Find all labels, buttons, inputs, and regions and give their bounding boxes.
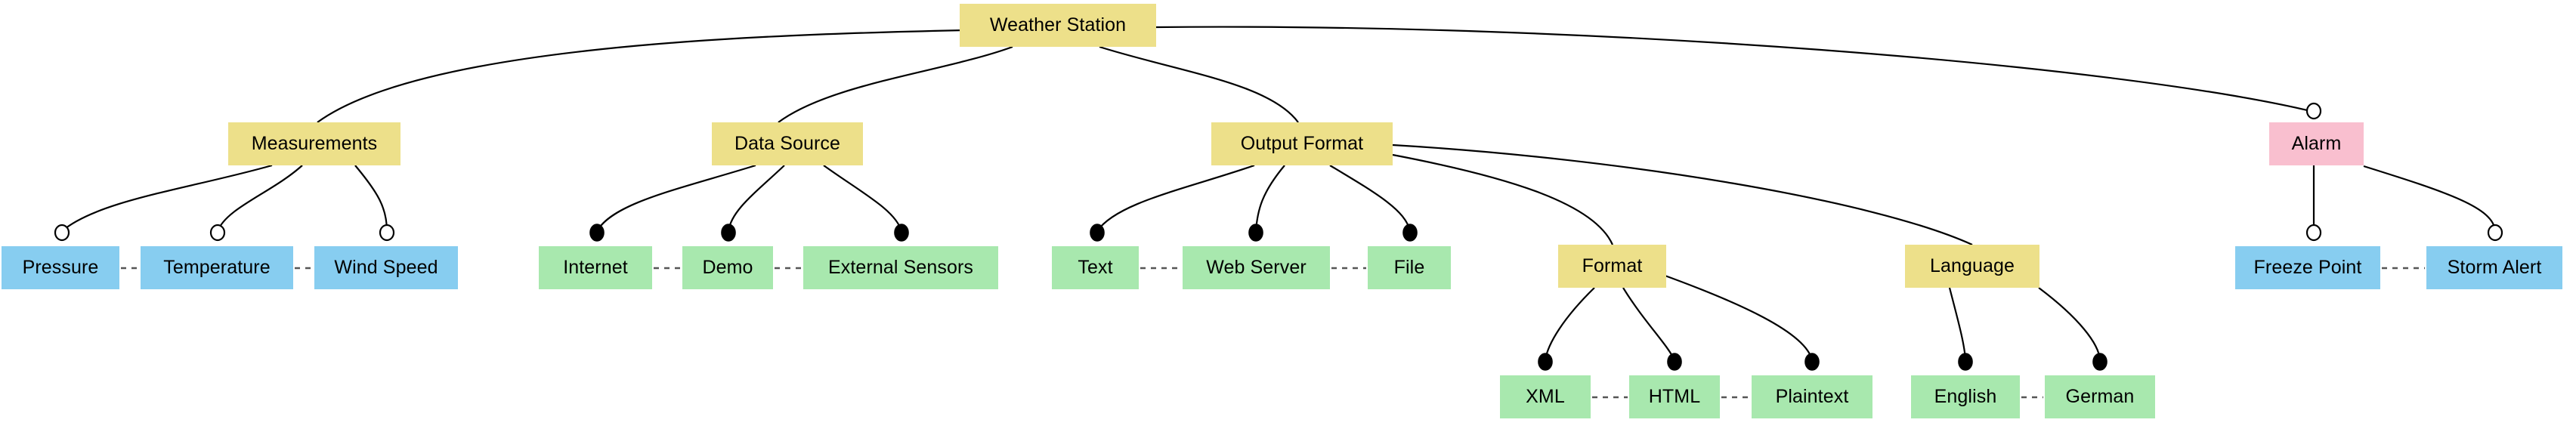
- edge-data-source-to-internet: [596, 164, 756, 232]
- feature-label-format: Format: [1582, 255, 1643, 276]
- edge-data-source-to-external-sensors: [823, 165, 903, 232]
- edge-output-format-to-text: [1096, 164, 1255, 232]
- edge-output-format-to-file: [1329, 165, 1412, 232]
- edge-format-to-html: [1622, 287, 1676, 361]
- feature-node-storm-alert[interactable]: Storm Alert: [2426, 246, 2562, 289]
- feature-node-demo[interactable]: Demo: [682, 246, 773, 289]
- edge-language-to-english: [1948, 287, 1967, 361]
- feature-node-web-server[interactable]: Web Server: [1183, 246, 1330, 289]
- edge-weather-station-to-data-source: [778, 45, 1013, 123]
- feature-node-file[interactable]: File: [1368, 246, 1451, 289]
- feature-label-external-sensors: External Sensors: [828, 257, 973, 278]
- feature-node-english[interactable]: English: [1911, 375, 2020, 418]
- edge-output-format-to-web-server: [1254, 165, 1285, 232]
- feature-label-alarm: Alarm: [2291, 133, 2342, 154]
- edge-measurements-to-wind-speed: [354, 165, 388, 232]
- tree-edges: [61, 26, 2497, 361]
- feature-node-html[interactable]: HTML: [1629, 375, 1720, 418]
- feature-label-freeze-point: Freeze Point: [2253, 257, 2362, 278]
- feature-node-alarm[interactable]: Alarm: [2269, 122, 2364, 165]
- feature-node-weather-station[interactable]: Weather Station: [960, 4, 1156, 47]
- optional-marker-alarm: [2305, 102, 2322, 120]
- mandatory-marker-web-server: [1248, 224, 1263, 242]
- mandatory-marker-english: [1958, 353, 1973, 371]
- feature-node-language[interactable]: Language: [1905, 245, 2039, 288]
- feature-node-plaintext[interactable]: Plaintext: [1752, 375, 1872, 418]
- feature-node-freeze-point[interactable]: Freeze Point: [2235, 246, 2380, 289]
- feature-label-measurements: Measurements: [251, 133, 378, 154]
- edge-weather-station-to-alarm: [1155, 26, 2315, 113]
- edge-language-to-german: [2038, 287, 2101, 361]
- feature-label-text: Text: [1078, 257, 1113, 278]
- mandatory-marker-html: [1667, 353, 1682, 371]
- optional-marker-pressure: [54, 224, 70, 242]
- sibling-group-links: [121, 267, 2425, 399]
- edge-output-format-to-format: [1392, 153, 1614, 245]
- feature-label-demo: Demo: [702, 257, 753, 278]
- feature-label-storm-alert: Storm Alert: [2447, 257, 2542, 278]
- mandatory-marker-external-sensors: [894, 224, 909, 242]
- feature-label-english: English: [1934, 386, 1997, 407]
- feature-label-data-source: Data Source: [734, 133, 841, 154]
- feature-label-plaintext: Plaintext: [1775, 386, 1849, 407]
- feature-node-german[interactable]: German: [2045, 375, 2155, 418]
- edge-measurements-to-pressure: [61, 164, 273, 232]
- feature-label-temperature: Temperature: [163, 257, 271, 278]
- edge-measurements-to-temperature: [216, 165, 303, 232]
- feature-label-xml: XML: [1526, 386, 1565, 407]
- edge-data-source-to-demo: [727, 165, 785, 232]
- mandatory-marker-german: [2092, 353, 2107, 371]
- mandatory-marker-file: [1402, 224, 1418, 242]
- edge-output-format-to-language: [1392, 143, 1973, 246]
- optional-marker-wind-speed: [379, 224, 395, 242]
- feature-node-pressure[interactable]: Pressure: [2, 246, 119, 289]
- feature-node-text[interactable]: Text: [1052, 246, 1139, 289]
- optional-marker-freeze-point: [2305, 224, 2322, 242]
- mandatory-marker-demo: [721, 224, 736, 242]
- feature-markers: [54, 102, 2503, 371]
- feature-label-internet: Internet: [563, 257, 628, 278]
- edge-format-to-xml: [1544, 287, 1595, 361]
- feature-label-wind-speed: Wind Speed: [334, 257, 438, 278]
- mandatory-marker-xml: [1538, 353, 1553, 371]
- feature-node-external-sensors[interactable]: External Sensors: [803, 246, 998, 289]
- edge-weather-station-to-output-format: [1099, 45, 1299, 123]
- feature-node-format[interactable]: Format: [1558, 245, 1666, 288]
- edge-alarm-to-storm-alert: [2363, 165, 2497, 232]
- feature-node-internet[interactable]: Internet: [539, 246, 652, 289]
- feature-node-temperature[interactable]: Temperature: [141, 246, 293, 289]
- optional-marker-temperature: [209, 224, 226, 242]
- edge-format-to-plaintext: [1660, 273, 1814, 361]
- feature-label-html: HTML: [1648, 386, 1701, 407]
- feature-label-pressure: Pressure: [22, 257, 99, 278]
- feature-label-weather-station: Weather Station: [989, 14, 1127, 35]
- feature-node-measurements[interactable]: Measurements: [228, 122, 400, 165]
- feature-node-wind-speed[interactable]: Wind Speed: [314, 246, 458, 289]
- mandatory-marker-plaintext: [1804, 353, 1820, 371]
- mandatory-marker-internet: [589, 224, 605, 242]
- feature-label-web-server: Web Server: [1206, 257, 1307, 278]
- feature-node-data-source[interactable]: Data Source: [712, 122, 863, 165]
- feature-node-output-format[interactable]: Output Format: [1211, 122, 1393, 165]
- feature-label-output-format: Output Format: [1240, 133, 1364, 154]
- mandatory-marker-text: [1090, 224, 1105, 242]
- feature-label-german: German: [2065, 386, 2135, 407]
- optional-marker-storm-alert: [2487, 224, 2503, 242]
- feature-node-xml[interactable]: XML: [1500, 375, 1591, 418]
- edge-weather-station-to-measurements: [317, 29, 966, 123]
- feature-label-file: File: [1393, 257, 1425, 278]
- feature-label-language: Language: [1929, 255, 2015, 276]
